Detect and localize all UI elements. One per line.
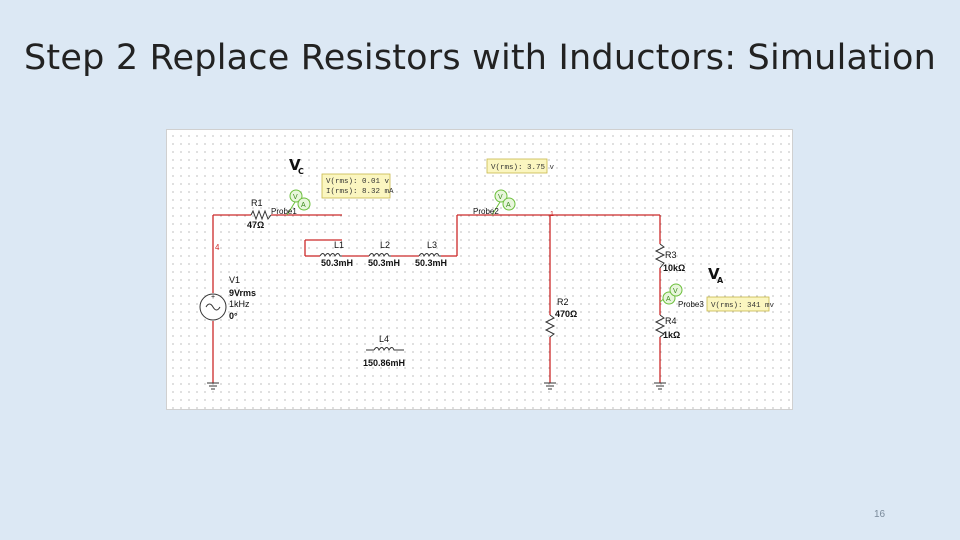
svg-text:A: A	[666, 296, 671, 303]
probe3-voltage: V(rms): 341 mv	[711, 302, 775, 310]
v1-name: V1	[229, 275, 240, 285]
svg-text:V: V	[293, 194, 298, 201]
r4-value: 1kΩ	[663, 330, 680, 340]
vc-label: V	[289, 156, 301, 174]
slide-title: Step 2 Replace Resistors with Inductors:…	[24, 38, 936, 78]
vc-label-sub: C	[298, 167, 304, 176]
probe1-icon[interactable]: V A	[286, 189, 311, 216]
l1-value: 50.3mH	[321, 258, 353, 268]
probe3-readout: V(rms): 341 mv	[706, 296, 775, 312]
r3-value: 10kΩ	[663, 263, 685, 273]
v1-source-symbol: +	[199, 293, 227, 321]
r1-value: 47Ω	[247, 220, 264, 230]
svg-text:V: V	[673, 288, 678, 295]
r2-value: 470Ω	[555, 309, 577, 319]
probe1-readout: V(rms): 0.01 v I(rms): 8.32 mA	[321, 173, 394, 199]
l3-name: L3	[427, 240, 437, 250]
probe1-label: Probe1	[271, 207, 297, 216]
probe2-icon[interactable]: V A	[491, 189, 516, 216]
probe1-voltage: V(rms): 0.01 v	[326, 178, 390, 186]
l4-name: L4	[379, 334, 389, 344]
probe2-voltage: V(rms): 3.75 v	[491, 164, 555, 172]
probe3-label: Probe3	[678, 300, 704, 309]
inductor-symbols	[319, 253, 441, 352]
r1-symbol	[250, 209, 272, 221]
node-4-marker: 4	[215, 243, 220, 252]
simulation-schematic[interactable]: + V A V A A V	[166, 129, 793, 410]
r3-name: R3	[665, 250, 677, 260]
ground-symbols	[207, 382, 666, 390]
slide-number: 16	[874, 509, 886, 520]
vertical-resistors	[544, 243, 666, 338]
probe3-icon[interactable]: A V	[659, 283, 683, 305]
va-label: V	[708, 265, 720, 283]
svg-text:V: V	[498, 194, 503, 201]
r2-name: R2	[557, 297, 569, 307]
wires	[212, 214, 661, 383]
probe2-label: Probe2	[473, 207, 499, 216]
v1-amplitude: 9Vrms	[229, 288, 256, 298]
node-1-marker: 1	[550, 211, 554, 218]
l2-name: L2	[380, 240, 390, 250]
schematic-svg: + V A V A A V	[199, 156, 775, 390]
l2-value: 50.3mH	[368, 258, 400, 268]
va-label-sub: A	[717, 276, 724, 285]
svg-text:A: A	[506, 202, 511, 209]
probe2-readout: V(rms): 3.75 v	[486, 158, 555, 174]
v1-frequency: 1kHz	[229, 299, 250, 309]
l1-name: L1	[334, 240, 344, 250]
l4-value: 150.86mH	[363, 358, 405, 368]
l3-value: 50.3mH	[415, 258, 447, 268]
svg-text:A: A	[301, 202, 306, 209]
v1-phase: 0°	[229, 311, 238, 321]
svg-text:+: +	[211, 294, 215, 301]
r4-name: R4	[665, 316, 677, 326]
r1-name: R1	[251, 198, 263, 208]
probe1-current: I(rms): 8.32 mA	[326, 188, 394, 196]
